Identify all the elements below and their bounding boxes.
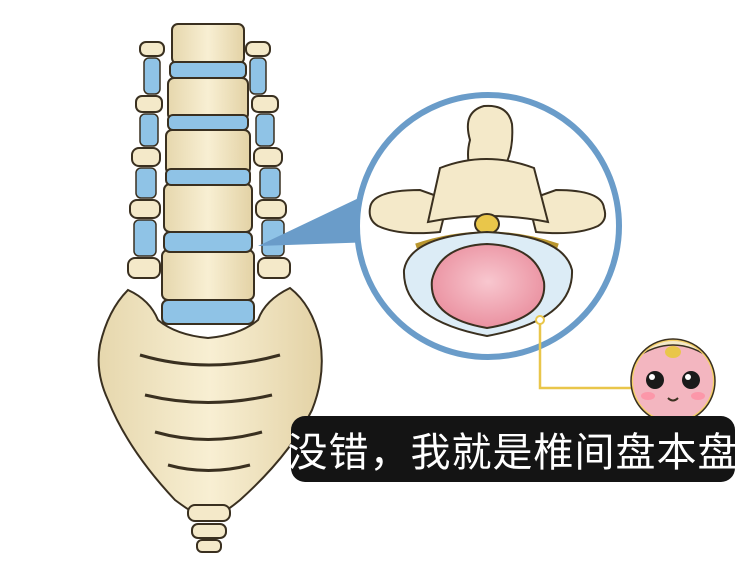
disc-2 — [167, 114, 249, 131]
disc-mascot-face — [630, 338, 716, 424]
vertebra-l3 — [165, 129, 251, 175]
spine-illustration — [97, 23, 323, 553]
vertebra-l4 — [163, 183, 253, 233]
disc-5 — [161, 299, 255, 325]
callout-pointer — [258, 196, 375, 246]
caption-box: 没错，我就是椎间盘本盘 — [288, 416, 738, 482]
disc-nucleus — [430, 242, 546, 330]
disc-4 — [163, 231, 253, 253]
disc-3 — [165, 168, 251, 186]
disc-1 — [169, 61, 247, 79]
vertebra-crosssection — [368, 104, 607, 338]
mascot-eyes — [646, 371, 700, 389]
coccyx-segment — [187, 504, 231, 522]
zoom-callout — [258, 92, 634, 390]
vertebra-l1 — [171, 23, 245, 65]
caption-text: 没错，我就是椎间盘本盘 — [287, 430, 739, 476]
leader-line — [538, 320, 634, 390]
vertebra-l5 — [161, 249, 255, 301]
vertebra-l2 — [167, 77, 249, 121]
